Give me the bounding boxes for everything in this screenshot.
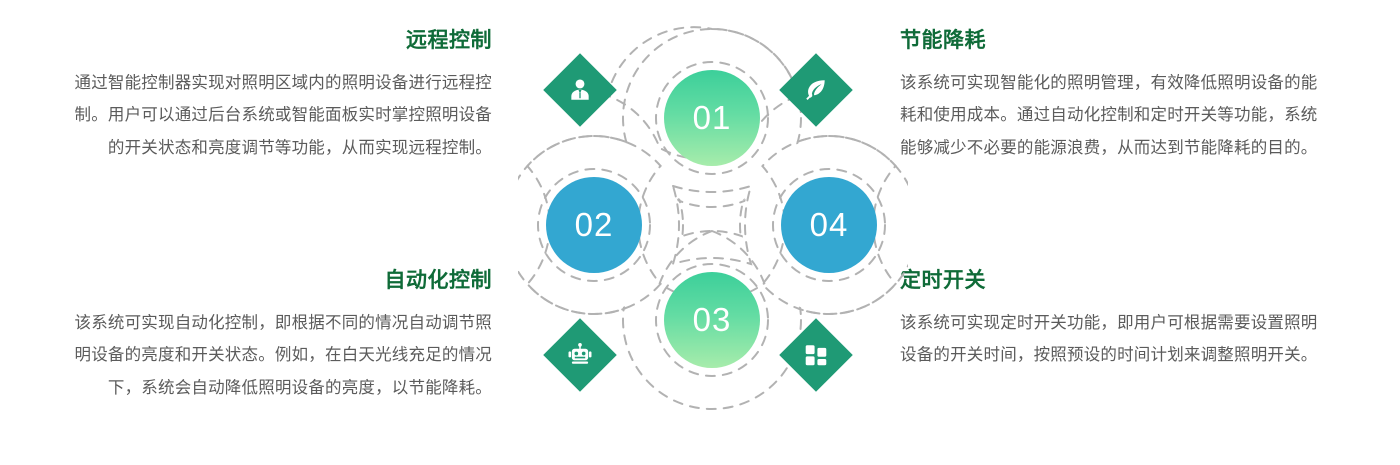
inner-ring-left-2 (537, 168, 651, 282)
robot-icon (567, 342, 593, 368)
feature-description-automation-control: 该系统可实现自动化控制，即根据不同的情况自动调节照明设备的亮度和开关状态。例如，… (74, 314, 492, 397)
diagram-circle-02[interactable]: 02 (546, 177, 642, 273)
diagram-circle-02-label: 02 (574, 206, 614, 243)
feature-title-energy-saving: 节能降耗 (900, 29, 986, 52)
feature-block-energy-saving: 节能降耗 该系统可实现智能化的照明管理，有效降低照明设备的能耗和使用成本。通过自… (900, 28, 1330, 164)
inner-ring-top-2 (655, 61, 769, 175)
diagram-circle-04-label: 04 (809, 206, 849, 243)
diagram-circle-04[interactable]: 04 (781, 177, 877, 273)
diagram-circle-03[interactable]: 03 (664, 272, 760, 368)
feature-title-automation-control: 自动化控制 (384, 269, 492, 292)
grid-panel-icon (803, 342, 829, 368)
diagram-circle-03-label: 03 (692, 301, 732, 338)
center-diagram: 01 02 03 04 (518, 12, 908, 422)
inner-ring-bottom-2 (655, 263, 769, 377)
diagram-circle-01-label: 01 (692, 99, 732, 136)
feature-description-energy-saving: 该系统可实现智能化的照明管理，有效降低照明设备的能耗和使用成本。通过自动化控制和… (900, 74, 1318, 157)
clover-lobe-top (606, 26, 800, 161)
clover-lobe-right (761, 134, 897, 316)
diamond-badge-top-left[interactable] (543, 53, 617, 127)
feature-description-remote-control: 通过智能控制器实现对照明区域内的照明设备进行远程控制。用户可以通过后台系统或智能… (74, 74, 492, 157)
outer-ring-top (622, 28, 802, 208)
inner-ring-right-2 (772, 168, 886, 282)
feature-description-scheduled-switch: 该系统可实现定时开关功能，即用户可根据需要设置照明设备的开关时间，按照预设的时间… (900, 314, 1318, 365)
center-concave-shape (671, 184, 753, 266)
diagram-circle-01[interactable]: 01 (664, 70, 760, 166)
outer-ring-bottom (622, 230, 802, 410)
businessperson-icon (567, 77, 593, 103)
feature-title-remote-control: 远程控制 (406, 29, 492, 52)
feature-block-remote-control: 远程控制 通过智能控制器实现对照明区域内的照明设备进行远程控制。用户可以通过后台… (62, 28, 492, 164)
clover-lobe-left (526, 134, 662, 316)
diamond-badge-bottom-right[interactable] (779, 318, 853, 392)
feature-block-automation-control: 自动化控制 该系统可实现自动化控制，即根据不同的情况自动调节照明设备的亮度和开关… (62, 268, 492, 404)
feature-block-scheduled-switch: 定时开关 该系统可实现定时开关功能，即用户可根据需要设置照明设备的开关时间，按照… (900, 268, 1330, 372)
leaf-icon (803, 77, 829, 103)
diamond-badge-bottom-left[interactable] (543, 318, 617, 392)
diamond-badge-top-right[interactable] (779, 53, 853, 127)
feature-title-scheduled-switch: 定时开关 (900, 269, 986, 292)
